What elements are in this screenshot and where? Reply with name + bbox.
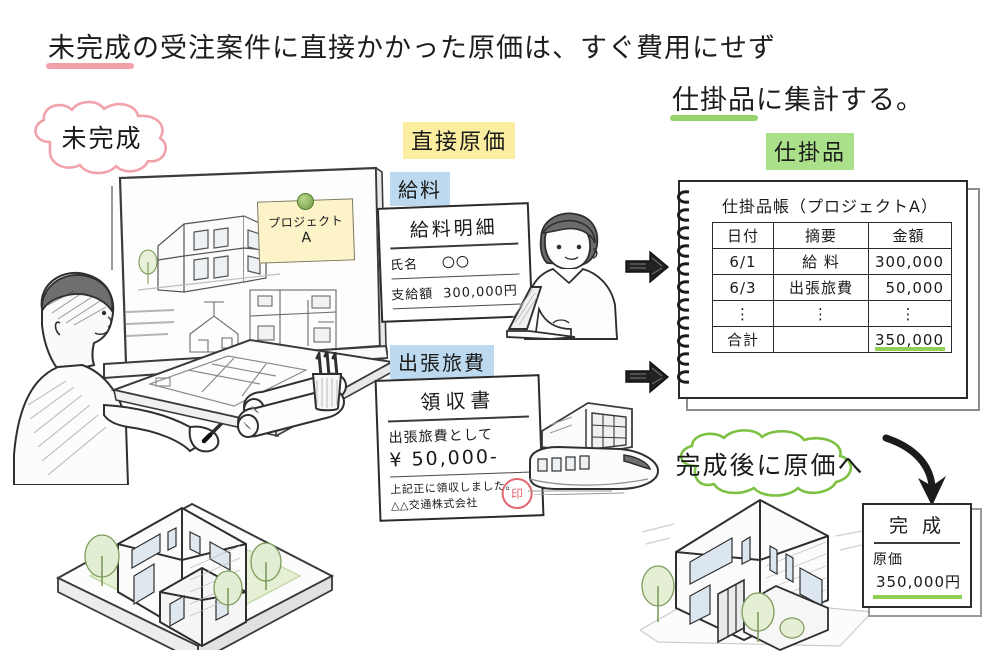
kansei-amount-text: 350,000円 <box>875 573 961 591</box>
arrow-curved-down-icon <box>882 434 946 506</box>
headline-keyword-shikakarihin: 仕掛品 <box>670 78 758 121</box>
column-header-amount: 金額 <box>868 222 952 249</box>
cloud-label-kanseigo: 完成後に原価へ <box>675 451 865 480</box>
notebook-title: 仕掛品帳（プロジェクトA） <box>722 197 938 216</box>
column-header-description: 摘要 <box>773 222 869 249</box>
kansei-card: 完 成 原価 350,000円 <box>862 503 972 608</box>
cell-amount: ⋮ <box>868 300 952 327</box>
cell-date: 6/1 <box>712 248 774 275</box>
sticky-note-line-1: プロジェクト <box>267 213 344 231</box>
label-kyuryo: 給料 <box>390 172 450 206</box>
table-header-row: 日付 摘要 金額 <box>712 222 952 249</box>
sticky-note-project-a: プロジェクト A <box>256 192 356 264</box>
cloud-shape-pink <box>34 100 167 175</box>
cloud-bubble-kanseigo: 完成後に原価へ <box>664 428 876 500</box>
cell-description: 出張旅費 <box>773 274 869 301</box>
kansei-amount: 350,000円 <box>864 570 970 599</box>
spiral-binding-icon <box>677 190 690 384</box>
kansei-amount-underline <box>873 595 962 599</box>
kansei-label: 原価 <box>873 552 903 568</box>
cell-amount: 300,000 <box>868 248 952 275</box>
cell-total-label: 合計 <box>712 326 774 353</box>
total-underline <box>875 347 945 351</box>
label-shikakarihin: 仕掛品 <box>766 133 855 170</box>
cloud-shape-green <box>679 429 853 497</box>
table-row-ellipsis: ⋮ ⋮ ⋮ <box>712 300 952 327</box>
shikakarihin-ledger-table: 日付 摘要 金額 6/1 給 料 300,000 6/3 出張旅費 50,000… <box>712 222 952 353</box>
column-header-date: 日付 <box>712 222 774 249</box>
table-row: 6/3 出張旅費 50,000 <box>712 274 952 301</box>
finished-building-illustration <box>640 498 874 651</box>
receipt-title: 領収書 <box>419 387 496 415</box>
cell-date: ⋮ <box>712 300 774 327</box>
pen-cup <box>311 352 343 412</box>
cell-description: 給 料 <box>773 248 869 275</box>
architect-at-desk-illustration <box>13 271 236 485</box>
office-worker-with-laptop-illustration <box>506 212 619 340</box>
cell-date: 6/3 <box>712 274 774 301</box>
table-row-total: 合計 350,000 <box>712 326 952 353</box>
cloud-bubble-mikansei: 未完成 <box>22 98 182 176</box>
label-chokusetsu-genka: 直接原価 <box>403 122 516 159</box>
arrow-right-icon-bottom <box>625 360 670 394</box>
pushpin-icon <box>296 192 315 211</box>
table-row: 6/1 給 料 300,000 <box>712 248 952 275</box>
headline-keyword-mikansei: 未完成 <box>46 26 134 69</box>
headline-line-1-rest: の受注案件に直接かかった原価は、すぐ費用にせず <box>132 33 776 64</box>
cell-total-blank <box>773 326 869 353</box>
sticky-note-line-2: A <box>301 229 312 247</box>
total-amount-text: 350,000 <box>874 330 944 349</box>
headline-line-2: 仕掛品に集計する。 <box>670 78 924 121</box>
payslip-name-key: 氏名 <box>389 257 419 274</box>
cell-amount: 50,000 <box>868 274 952 301</box>
label-shucchou-ryohi: 出張旅費 <box>390 345 494 379</box>
cloud-label-mikansei: 未完成 <box>61 124 143 153</box>
kansei-title: 完 成 <box>888 515 946 537</box>
headline-line-2-rest: に集計する。 <box>756 85 924 116</box>
receipt-card: 領収書 出張旅費として ¥ 50,000- 上記正に領収しました。 △△交通株式… <box>374 374 545 522</box>
shinkansen-train-illustration <box>528 402 660 495</box>
building-model-illustration <box>55 502 335 650</box>
arrow-right-icon-top <box>625 250 670 284</box>
receipt-amount: ¥ 50,000- <box>389 445 500 472</box>
payslip-amount-key: 支給額 <box>390 286 434 304</box>
cell-total-amount: 350,000 <box>868 326 952 353</box>
headline-line-1: 未完成の受注案件に直接かかった原価は、すぐ費用にせず <box>46 26 776 69</box>
cell-description: ⋮ <box>773 300 869 327</box>
